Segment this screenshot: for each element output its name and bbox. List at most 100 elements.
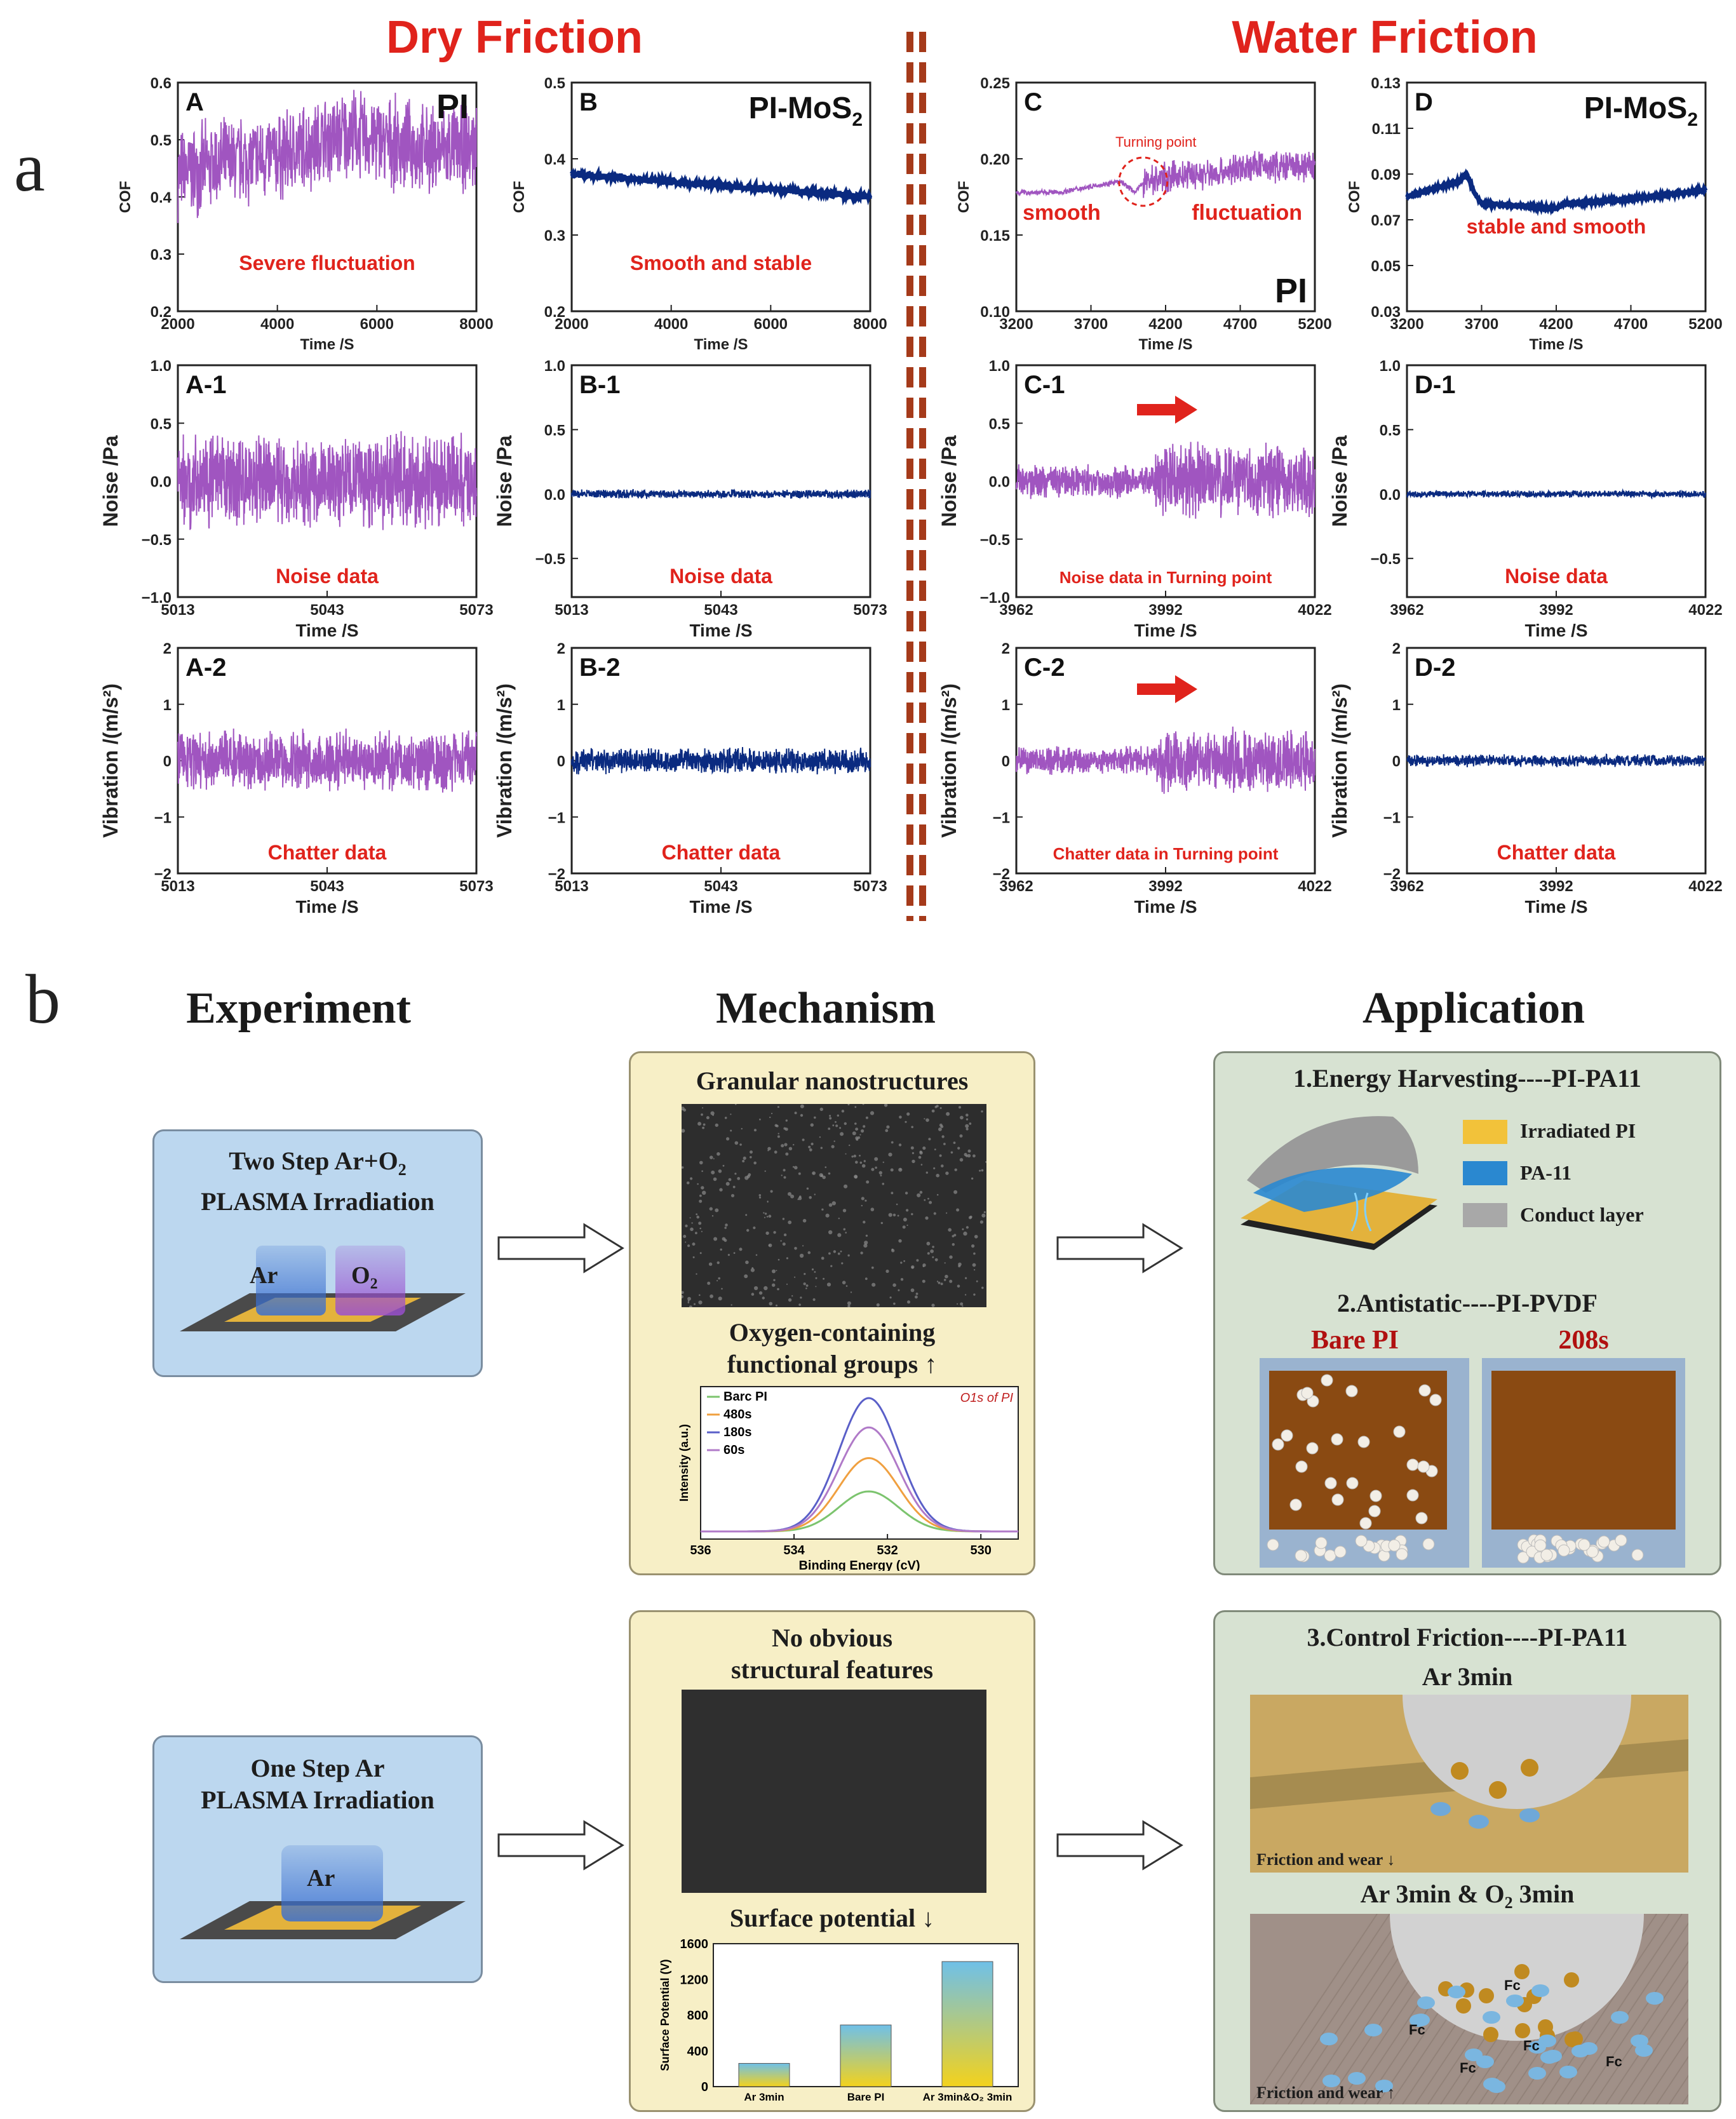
nanoparticle <box>843 1228 846 1231</box>
nanoparticle <box>953 1190 958 1194</box>
nanoparticle <box>823 1277 825 1280</box>
y-tick-label: 0.3 <box>544 227 565 245</box>
y-tick-label: −1 <box>154 809 172 826</box>
divider-dash <box>906 62 913 83</box>
divider-dash <box>919 245 926 266</box>
nanoparticle <box>730 1113 732 1115</box>
nanoparticle <box>743 1156 746 1160</box>
nanoparticle <box>925 1171 928 1174</box>
panel-letter: B <box>579 88 598 116</box>
nanoparticle <box>767 1201 769 1202</box>
y-tick-label: 0.2 <box>544 304 565 321</box>
ar-o2-3min-label: Ar 3min & O2 3min <box>1360 1880 1575 1912</box>
panel-annotation: Chatter data <box>268 841 387 864</box>
nanoparticle <box>707 1281 711 1285</box>
nanoparticle <box>726 1137 730 1141</box>
divider-dash <box>919 428 926 448</box>
divider-dash <box>906 215 913 235</box>
y-tick-label: 0.07 <box>1371 212 1401 229</box>
nanoparticle <box>777 1288 779 1291</box>
nanoparticle <box>981 1286 984 1289</box>
y-tick-label: 0.5 <box>1380 422 1401 439</box>
pa11-particle <box>1538 2035 1556 2047</box>
nanoparticle <box>687 1296 691 1301</box>
texture-line <box>1262 1914 1390 2104</box>
x-tick-label: 6000 <box>754 316 788 333</box>
nanoparticle <box>732 1185 736 1188</box>
nanoparticle <box>862 1104 865 1105</box>
y-tick-label: 0.6 <box>151 75 172 92</box>
nanoparticle <box>911 1213 913 1216</box>
nanoparticle <box>785 1119 788 1122</box>
nanoparticle <box>850 1291 852 1293</box>
nanoparticle <box>907 1300 910 1304</box>
nanoparticle <box>715 1123 718 1127</box>
series-line <box>571 488 871 500</box>
divider-dash <box>906 672 913 692</box>
nanoparticle <box>898 1289 900 1291</box>
x-tick-label: 5073 <box>853 602 887 619</box>
nanoparticle <box>832 1124 835 1127</box>
nanoparticle <box>896 1203 898 1206</box>
nanoparticle <box>724 1117 727 1119</box>
arrow-mech1-app1 <box>1056 1223 1183 1274</box>
nanoparticle <box>865 1277 868 1281</box>
nanoparticle <box>865 1199 867 1202</box>
divider-dash <box>906 184 913 205</box>
nanoparticle <box>871 1167 875 1171</box>
foam-ball <box>1295 1460 1308 1473</box>
y-axis-label: Vibration /(m/s²) <box>99 683 122 838</box>
nanoparticle <box>957 1284 960 1288</box>
bar-y-tick-label: 800 <box>687 2009 708 2023</box>
divider-dash <box>906 824 913 845</box>
nanoparticle <box>906 1209 909 1212</box>
nanoparticle <box>959 1106 961 1109</box>
nanoparticle <box>711 1170 715 1174</box>
nanoparticle <box>711 1215 714 1217</box>
nanoparticle <box>745 1260 749 1265</box>
nanoparticle <box>682 1291 684 1295</box>
foam-ball <box>1355 1535 1368 1547</box>
xps-legend-label: 480s <box>723 1408 752 1422</box>
nanoparticle <box>871 1266 874 1269</box>
nanoparticle <box>946 1212 948 1214</box>
xps-xlabel: Binding Energy (cV) <box>798 1559 920 1571</box>
nanoparticle <box>706 1116 710 1120</box>
nanoparticle <box>973 1293 976 1296</box>
x-axis-label: Time /S <box>295 621 358 640</box>
y-tick-label: −0.5 <box>980 532 1010 549</box>
fc-label: Fc <box>1523 2038 1540 2054</box>
nanoparticle <box>861 1129 865 1133</box>
y-tick-label: 0.10 <box>980 304 1010 321</box>
fc-label: Fc <box>1460 2060 1476 2076</box>
nanoparticle <box>722 1237 726 1241</box>
nanoparticle <box>745 1214 748 1216</box>
nanoparticle <box>784 1143 788 1147</box>
nanoparticle <box>815 1277 818 1279</box>
xps-legend-label: 60s <box>723 1443 744 1457</box>
panel-tag-subscript: 2 <box>852 109 863 130</box>
nanoparticle <box>957 1303 959 1305</box>
turning-point-circle <box>1118 156 1169 207</box>
pa11-particle <box>1528 2067 1546 2080</box>
nanoparticle <box>751 1293 755 1296</box>
nanoparticle <box>906 1112 910 1116</box>
x-tick-label: 3200 <box>999 316 1033 333</box>
nanoparticle <box>924 1118 925 1120</box>
panel-annotation: Noise data <box>670 565 772 588</box>
panel-annotation: Noise data <box>276 565 379 588</box>
nanoparticle <box>721 1288 723 1290</box>
foam-ball <box>1281 1429 1293 1442</box>
nanoparticle <box>710 1155 713 1159</box>
arrow-exp2-mech2 <box>497 1820 624 1871</box>
pa11-particle <box>1646 1992 1664 2005</box>
x-axis-label: Time /S <box>1524 897 1587 917</box>
foam-ball <box>1393 1425 1406 1438</box>
nanoparticle <box>794 1247 797 1250</box>
nanoparticle <box>839 1127 842 1129</box>
legend-swatch-conduct <box>1463 1203 1507 1227</box>
y-tick-label: 0.13 <box>1371 75 1401 92</box>
y-tick-label: 0.0 <box>544 487 565 504</box>
